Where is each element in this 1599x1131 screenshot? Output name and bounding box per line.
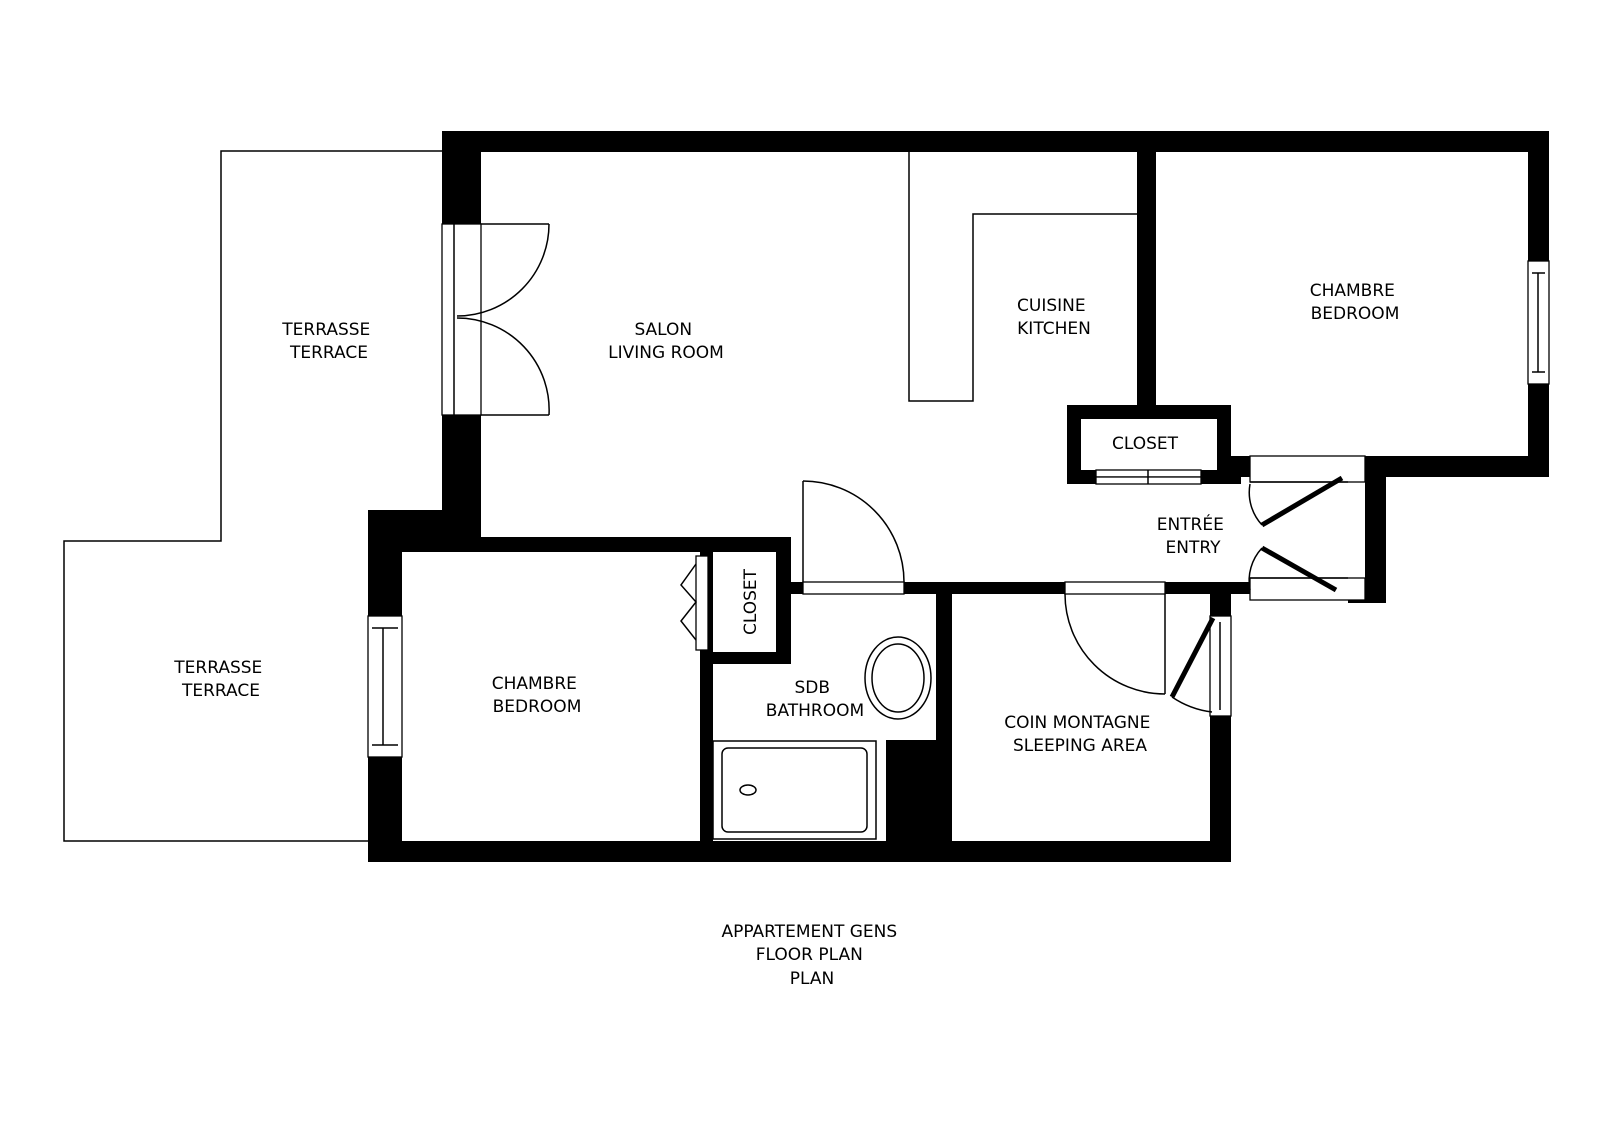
entry-label: ENTRÉE ENTRY [1157, 513, 1230, 558]
kitchen-counter [908, 152, 1137, 402]
kitchen-label: CUISINE KITCHEN [1017, 296, 1091, 339]
closet-top-sliding-door [1095, 469, 1202, 485]
sleeping-area-swing [1169, 616, 1216, 713]
toilet-icon [864, 636, 932, 720]
window-bedroom-left [367, 615, 403, 758]
bedroom-left-label: CHAMBRE BEDROOM [492, 674, 583, 717]
living-room-label: SALON LIVING ROOM [608, 320, 724, 363]
entry-door [1248, 455, 1366, 601]
terrace-top-label: TERRASSE TERRACE [281, 320, 375, 363]
plan-caption: APPARTEMENT GENS FLOOR PLAN PLAN [721, 922, 902, 989]
bathtub-icon [712, 740, 877, 840]
walls [368, 131, 1549, 862]
closet-left-folding-door [680, 555, 709, 651]
closet-left-label: CLOSET [741, 568, 761, 635]
sleeping-area-door [1064, 581, 1166, 695]
window-sleeping-area [1209, 615, 1232, 717]
terrace-bottom-label: TERRASSE TERRACE [173, 658, 267, 701]
window-bedroom-right [1527, 260, 1550, 385]
bathroom-door [802, 480, 905, 595]
terrace-outline [63, 150, 442, 842]
closet-top-label: CLOSET [1112, 434, 1179, 454]
terrace-french-door [441, 223, 550, 416]
sleeping-area-label: COIN MONTAGNE SLEEPING AREA [1004, 713, 1156, 756]
bedroom-right-label: CHAMBRE BEDROOM [1310, 281, 1401, 324]
bathroom-label: SDB BATHROOM [766, 678, 864, 721]
